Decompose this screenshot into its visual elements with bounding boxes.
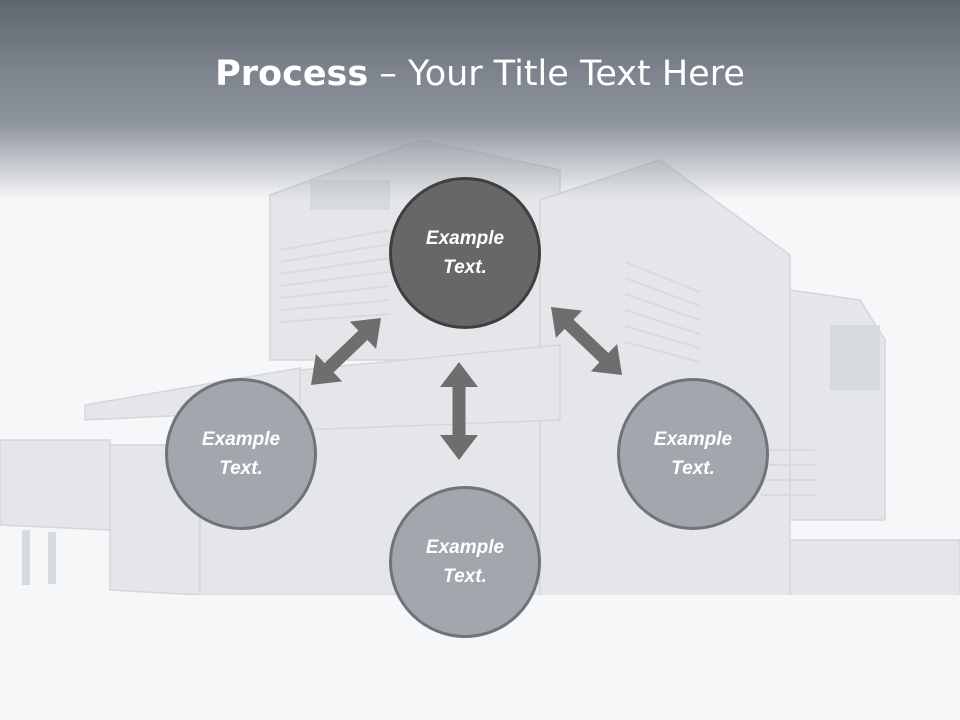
node-bottom-line2: Text. xyxy=(443,566,487,587)
arrow-top-left xyxy=(311,318,381,385)
node-bottom-line1: Example xyxy=(425,537,505,558)
title-rest: – Your Title Text Here xyxy=(368,54,745,94)
node-left-line2: Text. xyxy=(219,458,263,479)
title-banner xyxy=(0,0,960,200)
node-right-line2: Text. xyxy=(671,458,715,479)
arrow-top-right xyxy=(551,307,622,375)
slide-title: Process – Your Title Text Here xyxy=(0,52,960,96)
node-top-line2: Text. xyxy=(443,257,487,278)
node-left-line1: Example xyxy=(201,429,281,450)
node-top-line1: Example xyxy=(425,228,505,249)
node-right-line1: Example xyxy=(653,429,733,450)
title-bold: Process xyxy=(215,54,369,94)
arrow-top-bottom xyxy=(440,362,478,460)
